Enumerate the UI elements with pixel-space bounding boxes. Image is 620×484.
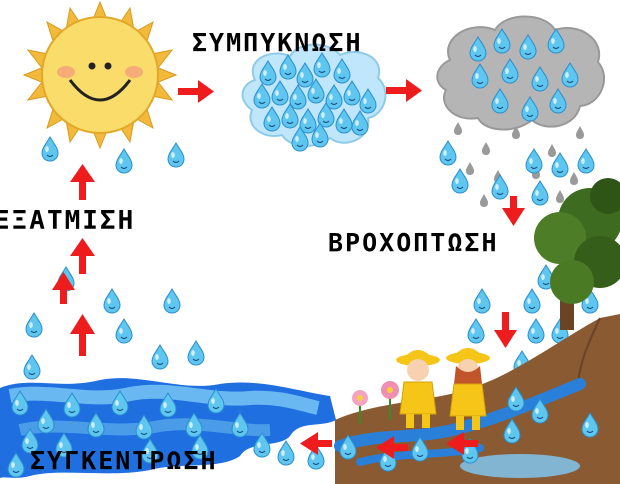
flower-icon	[352, 381, 399, 424]
arrow-down-1	[502, 196, 525, 226]
precipitation-label: ΒΡΟΧΟΠΤΩΣΗ	[328, 228, 499, 257]
arrow-right-sun	[178, 80, 214, 103]
arrow-up-4	[70, 314, 95, 356]
arrow-right-cloud	[386, 79, 422, 102]
tree-icon	[534, 178, 620, 330]
child-right	[446, 348, 490, 430]
arrow-icon	[52, 79, 525, 459]
arrow-left-1	[446, 432, 478, 455]
evaporation-drops	[23, 136, 205, 380]
arrow-left-3	[300, 432, 332, 455]
rain-cloud-icon	[436, 15, 605, 131]
arrow-up-2	[70, 238, 95, 274]
arrow-up-1	[70, 164, 95, 200]
arrow-left-2	[376, 436, 408, 459]
condensation-label: ΣΥΜΠΥΚΝΩΣΗ	[192, 28, 363, 57]
child-left	[396, 350, 440, 428]
evaporation-label: ΕΞΑΤΜΙΣΗ	[0, 206, 136, 236]
arrow-up-3	[52, 272, 75, 304]
water-body	[0, 378, 336, 478]
collection-label: ΣΥΓΚΕΝΤΡΩΣΗ	[30, 446, 218, 475]
sun-icon	[22, 0, 178, 150]
children-icon	[396, 348, 490, 430]
arrow-down-2	[494, 312, 517, 348]
